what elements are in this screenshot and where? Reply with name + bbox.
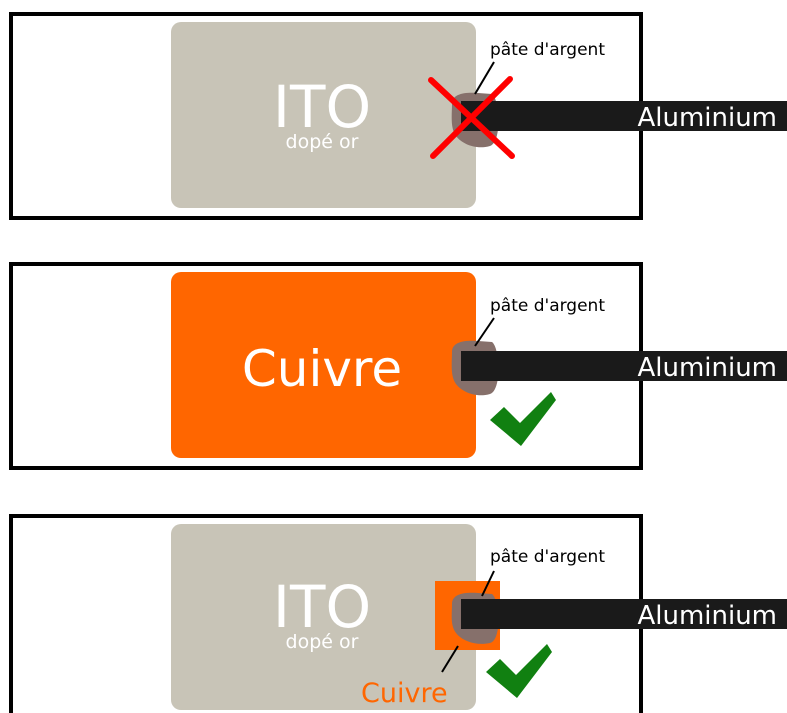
- aluminium-bar: [461, 101, 787, 131]
- check-icon: [490, 392, 556, 446]
- paste-callout-line: [474, 61, 495, 95]
- aluminium-bar: [461, 599, 787, 629]
- substrate-sublabel: dopé or: [286, 631, 359, 653]
- substrate-label: ITO: [273, 573, 371, 641]
- substrate-sublabel: dopé or: [286, 131, 359, 153]
- ito-substrate: [171, 524, 476, 710]
- pad-label: Cuivre: [361, 678, 448, 709]
- paste-label: pâte d'argent: [490, 547, 605, 567]
- paste-callout-line: [481, 570, 495, 597]
- check-icon: [486, 644, 552, 698]
- copper-substrate: [171, 272, 476, 458]
- substrate-label: Cuivre: [242, 340, 402, 398]
- substrate-label: ITO: [273, 73, 371, 141]
- panel-3: ITO dopé or Aluminium pâte d'argent Cuiv…: [9, 514, 787, 713]
- paste-label: pâte d'argent: [490, 40, 605, 60]
- aluminium-label: Aluminium: [637, 103, 777, 133]
- panel-2: Cuivre Aluminium pâte d'argent: [9, 262, 787, 470]
- aluminium-bar: [461, 351, 787, 381]
- pad-callout-line: [441, 645, 459, 673]
- paste-label: pâte d'argent: [490, 296, 605, 316]
- aluminium-label: Aluminium: [637, 353, 777, 383]
- ito-substrate: [171, 22, 476, 208]
- cross-icon: [428, 76, 515, 159]
- aluminium-label: Aluminium: [637, 601, 777, 631]
- panel-1: ITO dopé or Aluminium pâte d'argent: [9, 12, 787, 220]
- paste-callout-line: [474, 317, 495, 347]
